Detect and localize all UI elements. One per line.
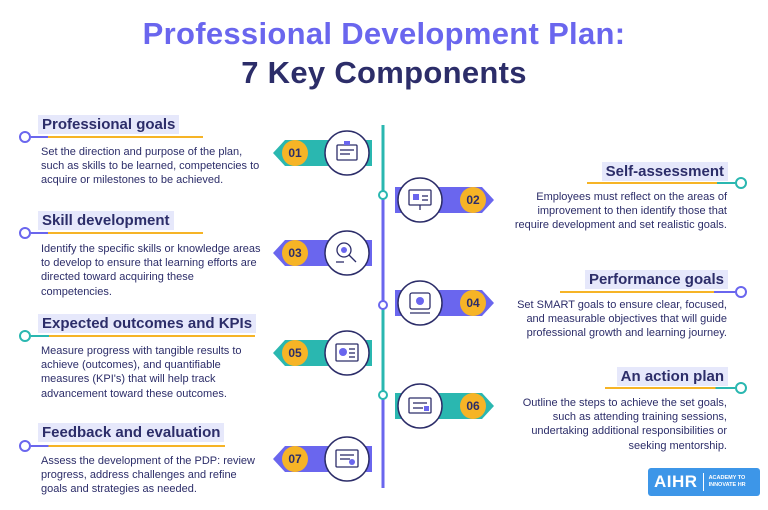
connector-line-07 <box>31 445 225 447</box>
heading-expected-outcomes: Expected outcomes and KPIs <box>38 314 257 333</box>
connector-dot-01 <box>19 131 31 143</box>
skills-icon <box>336 242 357 263</box>
connector-dot-07 <box>19 440 31 452</box>
heading-professional-goals: Professional goals <box>38 115 180 134</box>
description-skill-development: Identify the specific skills or knowledg… <box>41 243 261 298</box>
self-assessment-icon <box>408 189 432 210</box>
badge-07: 07 <box>282 446 308 472</box>
connector-dot-03 <box>19 227 31 239</box>
logo-tagline-1: ACADEMY TO <box>708 475 746 481</box>
heading-skill-development: Skill development <box>38 211 174 230</box>
badge-03: 03 <box>282 240 308 266</box>
connector-line-03 <box>31 232 203 234</box>
badge-04: 04 <box>460 290 486 316</box>
connector-line-02 <box>587 182 735 184</box>
badge-05: 05 <box>282 340 308 366</box>
connector-dot-05 <box>19 330 31 342</box>
performance-icon <box>409 292 431 314</box>
badge-01: 01 <box>282 140 308 166</box>
kpi-dashboard-icon <box>335 343 359 362</box>
description-action-plan: Outline the steps to achieve the set goa… <box>522 397 727 452</box>
heading-feedback-evaluation: Feedback and evaluation <box>38 423 225 442</box>
connector-dot-04 <box>735 286 747 298</box>
feedback-icon <box>335 449 359 468</box>
description-self-assessment: Employees must reflect on the areas of i… <box>514 191 727 232</box>
logo-separator <box>702 473 704 491</box>
logo-tagline-2: INNOVATE HR <box>708 482 746 488</box>
connector-dot-02 <box>735 177 747 189</box>
connector-line-04 <box>560 291 735 293</box>
aihr-logo: AIHR ACADEMY TO INNOVATE HR <box>648 468 760 496</box>
description-performance-goals: Set SMART goals to ensure clear, focused… <box>517 299 727 340</box>
connector-line-01 <box>31 136 203 138</box>
description-expected-outcomes: Measure progress with tangible results t… <box>41 345 242 400</box>
connector-line-06 <box>605 387 735 389</box>
connector-line-05 <box>31 335 255 337</box>
logo-tagline: ACADEMY TO INNOVATE HR <box>709 475 746 489</box>
heading-performance-goals: Performance goals <box>584 270 728 289</box>
action-plan-icon <box>408 397 432 414</box>
title-line-2: 7 Key Components <box>241 55 527 90</box>
connector-dot-06 <box>735 382 747 394</box>
title-line-1: Professional Development Plan: <box>142 16 626 51</box>
goals-board-icon <box>336 141 358 161</box>
logo-brand: AIHR <box>654 472 698 491</box>
heading-action-plan: An action plan <box>616 367 728 386</box>
description-professional-goals: Set the direction and purpose of the pla… <box>41 146 260 187</box>
badge-06: 06 <box>460 393 486 419</box>
description-feedback-evaluation: Assess the development of the PDP: revie… <box>41 455 255 496</box>
heading-self-assessment: Self-assessment <box>601 162 728 181</box>
badge-02: 02 <box>460 187 486 213</box>
